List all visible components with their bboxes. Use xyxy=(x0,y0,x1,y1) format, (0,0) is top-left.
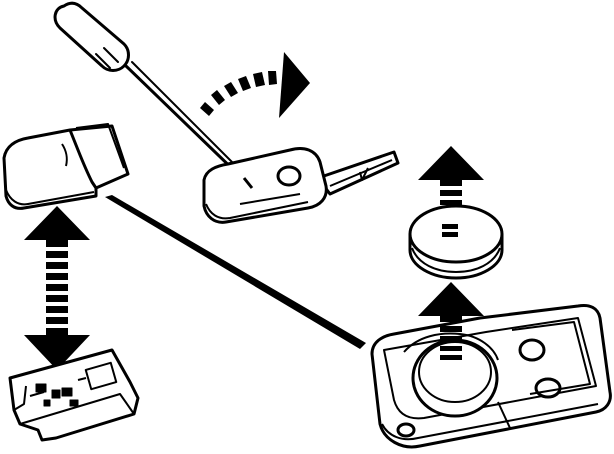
housing-icon xyxy=(370,304,612,449)
circuit-board-icon xyxy=(8,348,140,442)
battery-lift-upper-arrow xyxy=(418,146,484,205)
leader-line xyxy=(105,195,366,349)
board-removal-arrow xyxy=(24,206,90,370)
screwdriver-icon xyxy=(53,1,247,182)
pry-rotate-arrow xyxy=(200,52,310,118)
remote-cover-icon xyxy=(2,123,130,210)
battery-icon xyxy=(408,204,504,280)
battery-lift-lower-arrow xyxy=(418,282,484,360)
key-fob-icon xyxy=(202,147,400,224)
